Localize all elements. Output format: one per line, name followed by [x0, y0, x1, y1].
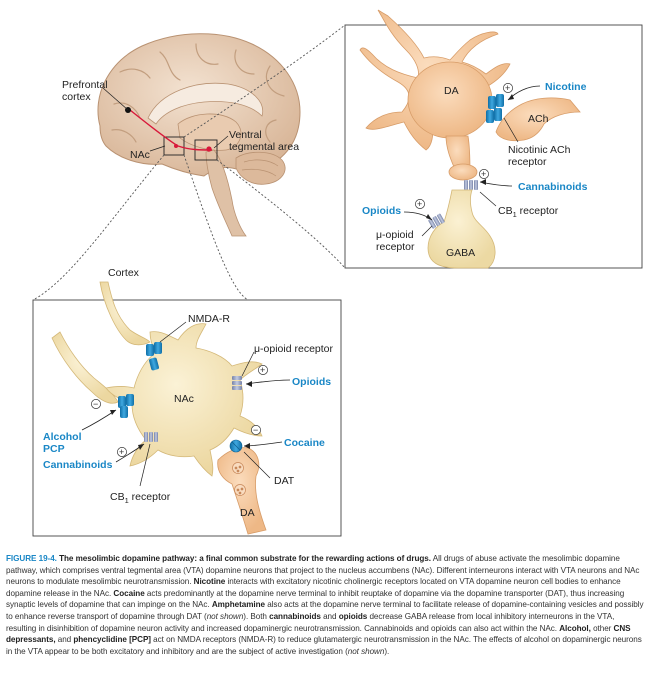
cortex-label: Cortex [108, 267, 140, 279]
opioids-vta-label: Opioids [362, 205, 401, 217]
mu-opioid-receptor-nac-icon [232, 376, 242, 390]
nmda-label: NMDA-R [188, 313, 230, 325]
mu-opioid-nac-label: μ-opioid receptor [254, 343, 334, 355]
dat-transporter-icon [229, 439, 243, 453]
svg-text:−: − [253, 425, 258, 435]
nicotinic-receptor-label: Nicotinic ACh [508, 144, 571, 156]
vta-panel-content: DA ACh + Nicotine Nicotinic ACh receptor… [359, 9, 588, 269]
pcp-label: PCP [43, 443, 65, 455]
caption-title: The mesolimbic dopamine pathway: a final… [59, 554, 431, 563]
dopamine-vesicles-icon [232, 462, 246, 496]
nicotinic-receptor-icon [486, 94, 504, 123]
zoom-lines [32, 24, 346, 301]
nac-neuron-label: NAc [174, 393, 194, 405]
cb1-receptor-nac-icon [144, 432, 158, 442]
svg-text:+: + [417, 199, 422, 209]
svg-text:+: + [505, 83, 510, 93]
da-terminal-label: DA [240, 507, 255, 519]
nmda-receptor-icon [146, 342, 162, 371]
dat-label: DAT [274, 475, 295, 487]
figure-caption: FIGURE 19-4. The mesolimbic dopamine pat… [6, 554, 644, 656]
cannabinoids-vta-label: Cannabinoids [518, 181, 588, 193]
prefrontal-label: Prefrontal [62, 79, 108, 91]
svg-text:receptor: receptor [508, 156, 547, 168]
gaba-neuron-label: GABA [446, 247, 475, 259]
mu-opioid-vta-label: μ-opioid [376, 229, 414, 241]
da-neuron-label: DA [444, 85, 459, 97]
ach-label: ACh [528, 113, 549, 125]
nac-panel-content: Cortex NAc NMDA-R − Alcohol PCP [43, 267, 334, 535]
nmda-receptor-2-icon [118, 394, 134, 418]
cb1-receptor-nac-label: CB1 receptor [110, 491, 171, 505]
cb1-receptor-vta-label: CB1 receptor [498, 205, 559, 219]
svg-text:+: + [119, 447, 124, 457]
svg-text:receptor: receptor [376, 241, 415, 253]
mesolimbic-diagram: Prefrontal cortex NAc Ventral tegmental … [32, 9, 643, 537]
figure-number: FIGURE 19-4. [6, 554, 57, 563]
vta-inset-panel [344, 24, 643, 269]
cb1-receptor-icon [464, 180, 478, 190]
cocaine-label: Cocaine [284, 437, 325, 449]
cannabinoids-nac-label: Cannabinoids [43, 459, 113, 471]
vta-label-line2: tegmental area [229, 141, 299, 153]
nicotine-label: Nicotine [545, 81, 587, 93]
svg-text:−: − [93, 399, 98, 409]
brain-sagittal-view: Prefrontal cortex NAc Ventral tegmental … [62, 33, 301, 237]
svg-text:+: + [260, 365, 265, 375]
alcohol-label: Alcohol [43, 431, 82, 443]
opioids-nac-label: Opioids [292, 376, 331, 388]
nac-brain-label: NAc [130, 149, 150, 161]
svg-text:+: + [481, 169, 486, 179]
mu-opioid-receptor-vta-icon [428, 213, 445, 229]
svg-text:cortex: cortex [62, 91, 91, 103]
vta-label-line1: Ventral [229, 129, 262, 141]
